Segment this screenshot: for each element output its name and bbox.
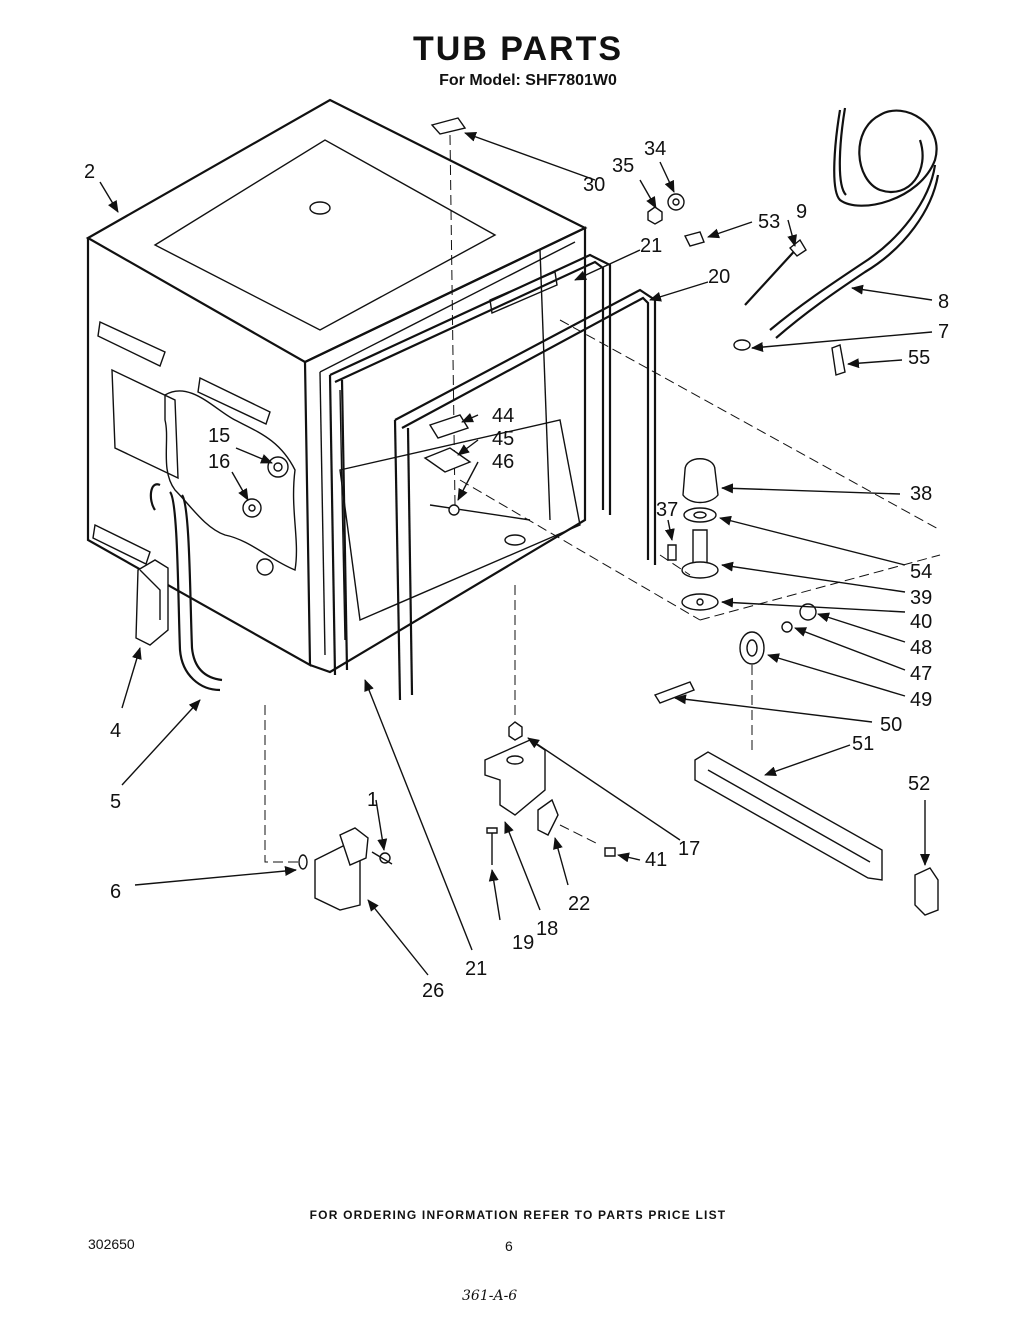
callout-label: 9	[796, 201, 807, 223]
callout-label: 4	[110, 720, 121, 742]
callout-label: 39	[910, 587, 932, 609]
callout-label: 19	[512, 932, 534, 954]
center-bracket-parts	[448, 504, 616, 865]
drain-hose-and-valve-parts	[135, 456, 393, 911]
callout-label: 20	[708, 266, 730, 288]
page-title: TUB PARTS	[412, 30, 624, 68]
callout-label: 51	[852, 733, 874, 755]
callout-labels: 1 2 4 5 6 7 8 9 15 16 17 18 19 20 21 21 …	[84, 138, 949, 1002]
page-number: 6	[505, 1238, 513, 1254]
callout-label: 55	[908, 347, 930, 369]
callout-label: 5	[110, 791, 121, 813]
callout-label: 30	[583, 174, 605, 196]
callout-label: 53	[758, 211, 780, 233]
leader-lines	[99, 132, 933, 976]
model-subtitle: For Model: SHF7801W0	[439, 72, 617, 89]
callout-label: 35	[612, 155, 634, 177]
callout-label: 37	[656, 499, 678, 521]
callout-label: 15	[208, 425, 230, 447]
tub-body	[85, 98, 588, 674]
callout-label: 8	[938, 291, 949, 313]
callout-label: 26	[422, 980, 444, 1002]
callout-label: 38	[910, 483, 932, 505]
ordering-info-footer: FOR ORDERING INFORMATION REFER TO PARTS …	[309, 1208, 727, 1222]
callout-label: 2	[84, 161, 95, 183]
document-number: 302650	[88, 1236, 135, 1252]
handwritten-note: 361-A-6	[462, 1288, 518, 1304]
callout-label: 47	[910, 663, 932, 685]
callout-label: 48	[910, 637, 932, 659]
callout-label: 40	[910, 611, 932, 633]
callout-label: 17	[678, 838, 700, 860]
callout-label: 7	[938, 321, 949, 343]
callout-label: 44	[492, 405, 514, 427]
callout-label: 22	[568, 893, 590, 915]
callout-label: 1	[367, 789, 378, 811]
callout-label: 21	[640, 235, 662, 257]
callout-label: 54	[910, 561, 932, 583]
callout-label: 50	[880, 714, 902, 736]
callout-label: 45	[492, 428, 514, 450]
door-gaskets	[328, 253, 657, 701]
callout-label: 49	[910, 689, 932, 711]
callout-label: 46	[492, 451, 514, 473]
callout-label: 34	[644, 138, 666, 160]
callout-label: 6	[110, 881, 121, 903]
right-side-parts	[423, 107, 941, 916]
callout-label: 41	[645, 849, 667, 871]
callout-label: 16	[208, 451, 230, 473]
callout-label: 21	[465, 958, 487, 980]
callout-label: 18	[536, 918, 558, 940]
callout-label: 52	[908, 773, 930, 795]
